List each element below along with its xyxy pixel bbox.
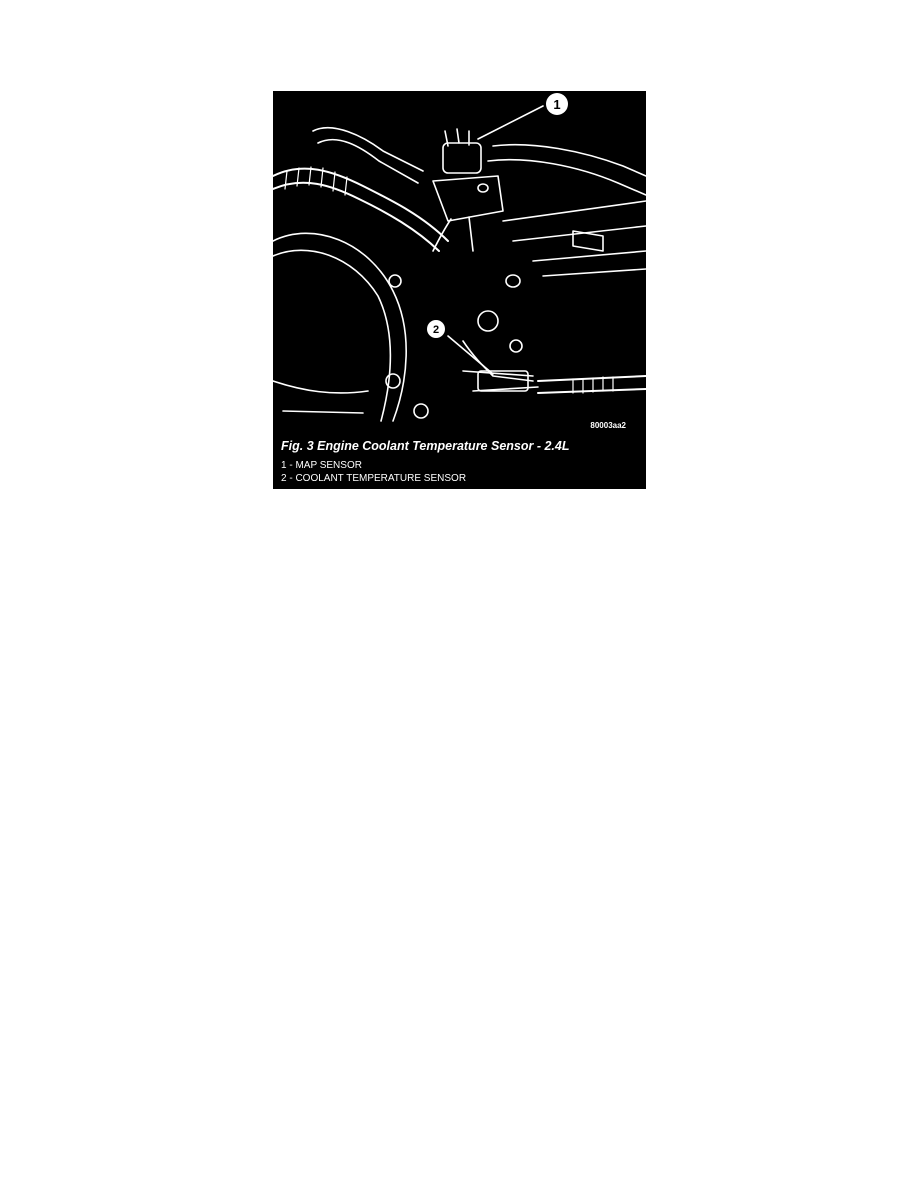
figure-code: 80003aa2: [590, 421, 626, 430]
legend-item-map-sensor: 1 - MAP SENSOR: [281, 460, 362, 471]
callout-1: 1: [546, 93, 568, 115]
map-sensor-drawing: [432, 128, 521, 288]
leader-lines: [447, 105, 544, 375]
intake-manifold-drawing: [487, 143, 646, 277]
legend-item-coolant-temperature-sensor: 2 - COOLANT TEMPERATURE SENSOR: [281, 473, 467, 484]
figure-legend: 1 - MAP SENSOR 2 - COOLANT TEMPERATURE S…: [281, 459, 466, 485]
callout-2-number: 2: [433, 324, 439, 336]
callout-1-number: 1: [553, 97, 560, 112]
figure-engine-coolant-temp-sensor: 1 2 80003aa2 Fig. 3 Engine Coolant Tempe…: [273, 91, 646, 489]
callout-2: 2: [427, 320, 445, 338]
hose-drawing: [273, 126, 449, 252]
bolts-drawing: [385, 274, 523, 419]
engine-line-drawing: 1 2: [273, 93, 646, 422]
figure-caption: Fig. 3 Engine Coolant Temperature Sensor…: [281, 439, 570, 453]
timing-cover-drawing: [273, 232, 407, 422]
coolant-tube-drawing: [462, 340, 646, 394]
